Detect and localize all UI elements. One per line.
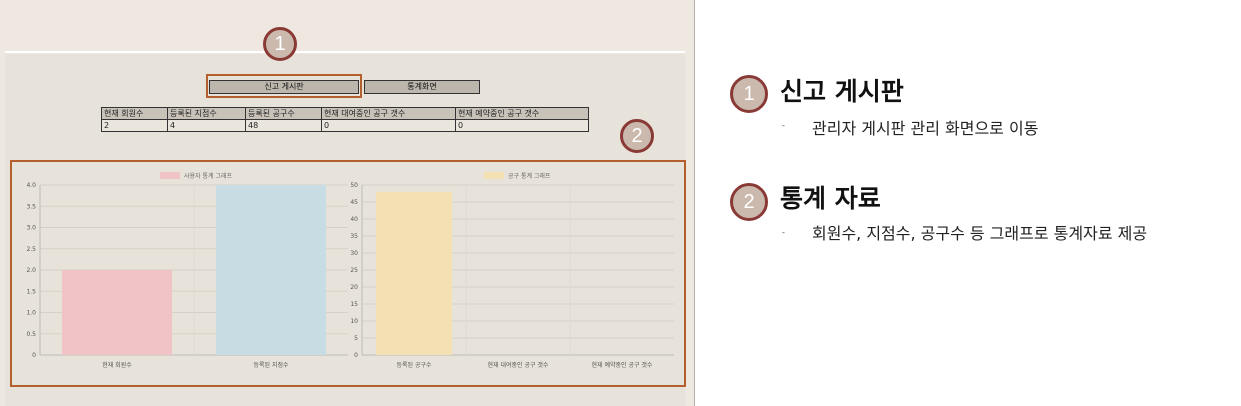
bar (376, 191, 452, 355)
bar (62, 270, 172, 355)
x-tick-label: 등록된 지점수 (253, 361, 289, 369)
charts-svg: 사용자 통계 그래프 0 0.5 1.0 1.5 2.0 2.5 3.0 3.5 4.0 현재 회원… (26, 172, 674, 369)
y-tick-label: 20 (350, 284, 358, 291)
y-tick-label: 0 (32, 352, 36, 359)
table-header-row: 현재 회원수 등록된 지점수 등록된 공구수 현재 대여중인 공구 갯수 현재 … (101, 107, 589, 120)
y-tick-label: 10 (350, 318, 358, 325)
y-tick-label: 45 (350, 199, 358, 206)
table-header: 등록된 지점수 (167, 107, 246, 120)
x-tick-label: 등록된 공구수 (396, 362, 432, 369)
x-tick-label: 현재 예약중인 공구 갯수 (592, 361, 653, 369)
legend-swatch (484, 172, 504, 179)
charts-highlight-box: 사용자 통계 그래프 0 0.5 1.0 1.5 2.0 2.5 3.0 3.5 4.0 현재 회원… (10, 160, 686, 387)
callout-2: 2 (620, 119, 654, 153)
y-tick-label: 50 (350, 182, 358, 189)
table-header: 등록된 공구수 (245, 107, 322, 120)
y-tick-label: 0 (354, 352, 358, 359)
y-tick-label: 15 (350, 301, 358, 308)
y-tick-label: 3.5 (26, 203, 36, 210)
table-cell: 2 (101, 119, 168, 132)
bar (216, 185, 326, 355)
highlight-box-1 (206, 74, 362, 98)
annotation-bullet-2: - (782, 228, 785, 237)
legend-label: 공구 통계 그래프 (508, 172, 551, 180)
table-header: 현재 회원수 (101, 107, 168, 120)
y-tick-label: 1.5 (26, 288, 36, 295)
table-cell: 4 (167, 119, 246, 132)
annotation-number-1: 1 (730, 75, 768, 113)
annotation-bullet-1: - (782, 121, 785, 130)
annotation-desc-2: 회원수, 지점수, 공구수 등 그래프로 통계자료 제공 (812, 224, 1148, 243)
y-tick-label: 0.5 (26, 331, 36, 338)
y-tick-label: 3.0 (26, 225, 36, 232)
table-cell: 0 (455, 119, 589, 132)
admin-screenshot: 1 신고 게시판 통계화면 현재 회원수 등록된 지점수 등록된 공구수 현재 … (0, 0, 695, 406)
callout-1: 1 (263, 27, 297, 61)
y-tick-label: 40 (350, 216, 358, 223)
report-board-button[interactable]: 신고 게시판 (209, 80, 359, 94)
y-tick-label: 35 (350, 233, 358, 240)
table-header: 현재 대여중인 공구 갯수 (321, 107, 456, 120)
annotation-title-2: 통계 자료 (780, 184, 881, 213)
legend-label: 사용자 통계 그래프 (184, 172, 232, 180)
table-cell: 0 (321, 119, 456, 132)
annotation-title-1: 신고 게시판 (780, 77, 904, 106)
table-header: 현재 예약중인 공구 갯수 (455, 107, 589, 120)
y-tick-label: 25 (350, 267, 358, 274)
y-tick-label: 1.0 (26, 310, 36, 317)
annotation-desc-1: 관리자 게시판 관리 화면으로 이동 (812, 119, 1039, 138)
x-tick-label: 현재 대여중인 공구 갯수 (488, 361, 549, 369)
legend-swatch (160, 172, 180, 179)
stats-table: 현재 회원수 등록된 지점수 등록된 공구수 현재 대여중인 공구 갯수 현재 … (101, 107, 589, 132)
statistics-button[interactable]: 통계화면 (364, 80, 480, 94)
y-tick-label: 5 (354, 335, 358, 342)
x-tick-label: 현재 회원수 (102, 361, 132, 369)
table-row: 2 4 48 0 0 (101, 119, 589, 132)
y-tick-label: 2.5 (26, 246, 36, 253)
divider (5, 51, 685, 53)
y-tick-label: 30 (350, 250, 358, 257)
annotation-number-2: 2 (730, 183, 768, 221)
y-tick-label: 2.0 (26, 267, 36, 274)
table-cell: 48 (245, 119, 322, 132)
y-tick-label: 4.0 (26, 182, 36, 189)
